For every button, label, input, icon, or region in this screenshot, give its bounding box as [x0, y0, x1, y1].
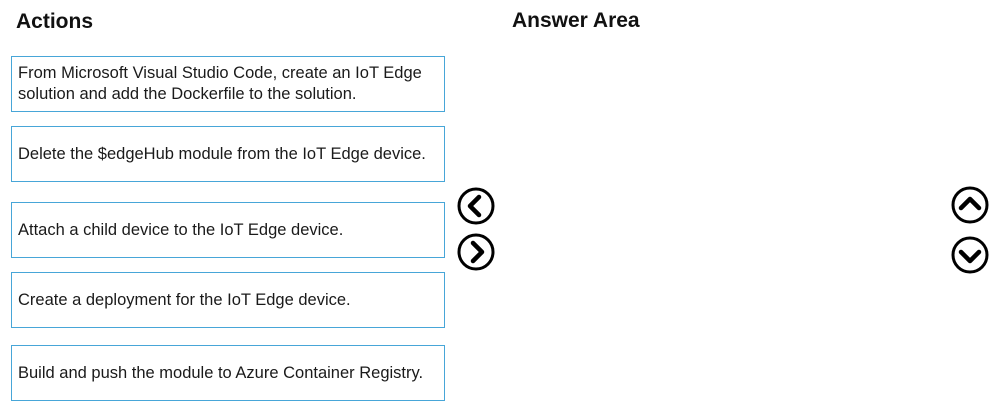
action-item-label: Create a deployment for the IoT Edge dev…	[18, 290, 351, 309]
action-item-build-push-module[interactable]: Build and push the module to Azure Conta…	[11, 345, 445, 401]
action-item-attach-child-device[interactable]: Attach a child device to the IoT Edge de…	[11, 202, 445, 258]
action-item-label: From Microsoft Visual Studio Code, creat…	[18, 64, 422, 103]
chevron-up-circle-icon	[951, 186, 989, 224]
move-right-button[interactable]	[456, 232, 496, 272]
action-item-label: Delete the $edgeHub module from the IoT …	[18, 144, 426, 163]
action-item-delete-edgehub[interactable]: Delete the $edgeHub module from the IoT …	[11, 126, 445, 182]
answer-area-heading: Answer Area	[512, 9, 640, 32]
move-up-button[interactable]	[950, 185, 990, 225]
chevron-down-circle-icon	[951, 236, 989, 274]
action-item-label: Build and push the module to Azure Conta…	[18, 363, 424, 382]
move-left-button[interactable]	[456, 186, 496, 226]
answer-area-dropzone[interactable]	[510, 52, 930, 402]
chevron-left-circle-icon	[457, 187, 495, 225]
actions-heading: Actions	[16, 10, 94, 33]
chevron-right-circle-icon	[457, 233, 495, 271]
action-item-create-edge-solution[interactable]: From Microsoft Visual Studio Code, creat…	[11, 56, 445, 112]
action-item-label: Attach a child device to the IoT Edge de…	[18, 220, 344, 239]
move-down-button[interactable]	[950, 235, 990, 275]
action-item-create-deployment[interactable]: Create a deployment for the IoT Edge dev…	[11, 272, 445, 328]
